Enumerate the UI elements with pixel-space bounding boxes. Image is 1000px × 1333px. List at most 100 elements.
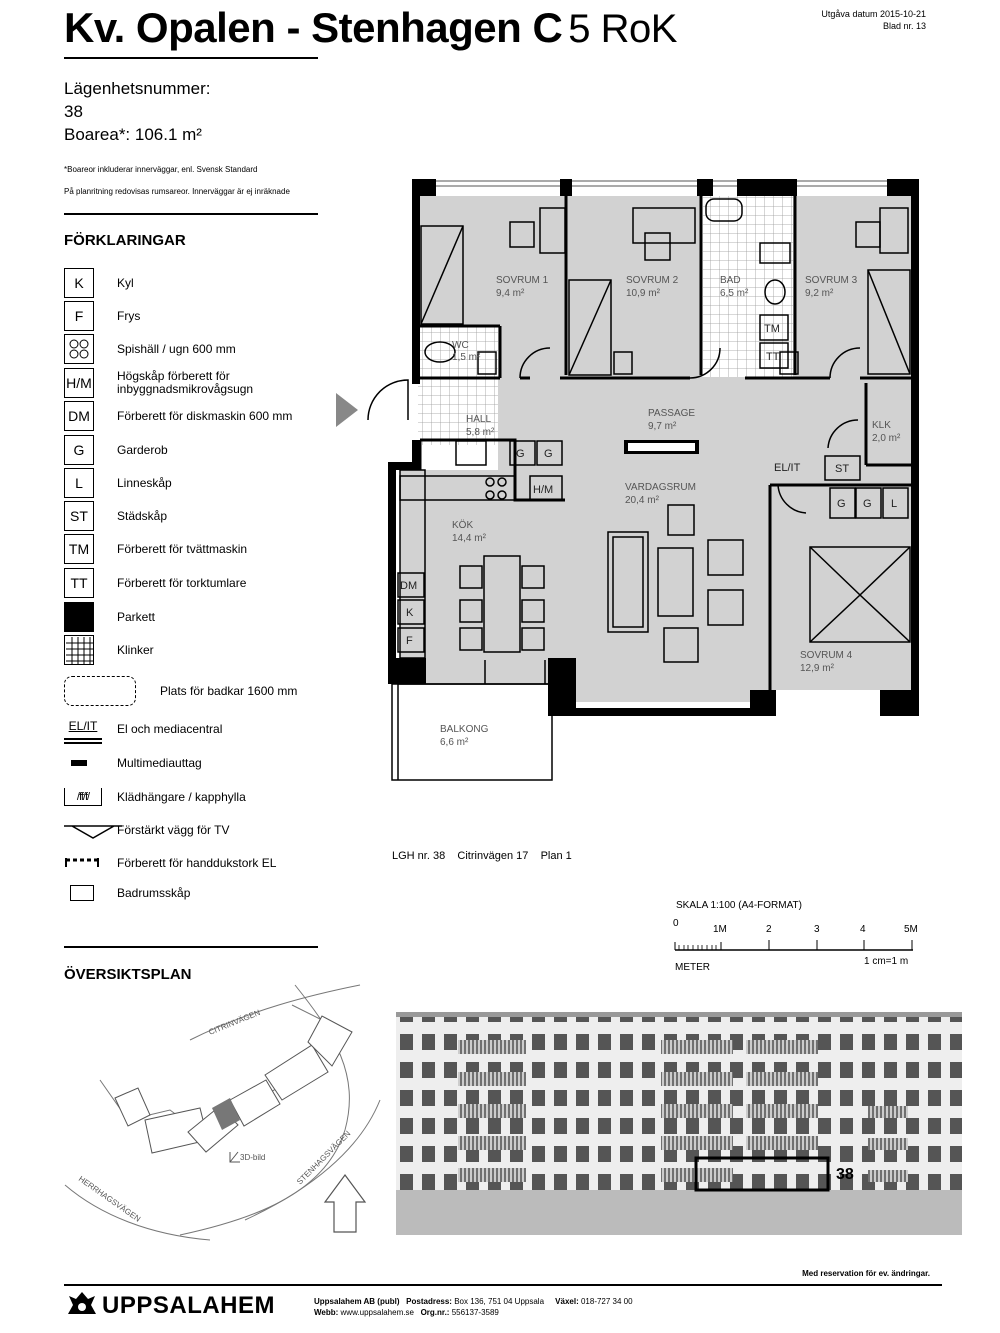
bathtub-icon	[64, 676, 136, 706]
bathroom-cabinet-icon	[70, 885, 94, 901]
phone-label: Växel:	[555, 1297, 579, 1306]
reservation-note: Med reservation för ev. ändringar.	[802, 1269, 930, 1278]
plan-code-f: F	[406, 635, 413, 647]
scale-tick-label: 2	[766, 924, 772, 935]
legend-label: Kyl	[117, 275, 134, 290]
room-area: 1,5 m²	[452, 352, 481, 363]
issue-date: Utgåva datum 2015-10-21	[821, 9, 926, 19]
legend-label: Multimediauttag	[117, 755, 202, 770]
north-arrow-icon	[323, 1173, 367, 1233]
scale-tick-label: 5M	[904, 924, 918, 935]
overview-map: CITRINVÄGEN STENHAGSVÄGEN HERRHAGSVÄGEN …	[64, 984, 381, 1241]
org-number: 556137-3589	[451, 1308, 499, 1317]
title-main: Kv. Opalen - Stenhagen C	[64, 4, 563, 51]
room-area: 9,4 m²	[496, 288, 525, 299]
legend-item-tv-wall: Förstärkt vägg för TV	[64, 815, 229, 845]
fridge-icon: K	[64, 268, 94, 298]
legend-label: Städskåp	[117, 508, 168, 523]
legend-label: Förberett för diskmaskin 600 mm	[117, 408, 293, 423]
scale-tick-label: 4	[860, 924, 866, 935]
room-area: 12,9 m²	[800, 663, 835, 674]
legend-rule	[64, 213, 318, 215]
legend-label: Klädhängare / kapphylla	[117, 789, 246, 804]
sheet-number: Blad nr. 13	[882, 21, 926, 31]
room-area: 6,6 m²	[440, 737, 469, 748]
plan-code-tm: TM	[764, 323, 780, 335]
entrance-arrow-icon	[336, 393, 358, 427]
scale-unit: METER	[675, 962, 710, 973]
plan-code-l: L	[891, 498, 897, 510]
room-name: PASSAGE	[648, 408, 695, 419]
room-name: WC	[452, 340, 469, 351]
area-note-1: *Boareor inkluderar innerväggar, enl. Sv…	[64, 165, 258, 174]
plan-code-st: ST	[835, 463, 849, 475]
plan-code-k: K	[406, 607, 414, 619]
postal-label: Postadress:	[406, 1297, 452, 1306]
plan-caption: LGH nr. 38 Citrinvägen 17 Plan 1	[392, 850, 572, 862]
apt-area: Boarea*: 106.1 m²	[64, 125, 202, 144]
coat-rack-icon: /ff/f/	[64, 788, 102, 806]
website-link[interactable]: www.uppsalahem.se	[340, 1308, 414, 1317]
room-name: KÖK	[452, 519, 473, 531]
apartment-info: Lägenhetsnummer: 38 Boarea*: 106.1 m²	[64, 77, 210, 146]
apartment-highlight	[694, 1156, 830, 1192]
legend-item-coat-rack: /ff/f/Klädhängare / kapphylla	[64, 782, 246, 812]
freezer-icon: F	[64, 301, 94, 331]
room-name: BAD	[720, 275, 741, 286]
room-name: SOVRUM 1	[496, 275, 549, 286]
legend-item-bathtub: Plats för badkar 1600 mm	[64, 676, 297, 706]
web-label: Webb:	[314, 1308, 339, 1317]
overview-heading: ÖVERSIKTSPLAN	[64, 966, 192, 983]
overview-rule	[64, 946, 318, 948]
room-area: 2,0 m²	[872, 433, 901, 444]
scale-tick-label: 0	[673, 918, 679, 929]
dryer-icon: TT	[64, 568, 94, 598]
legend-item-parquet: Parkett	[64, 602, 155, 632]
linen-cabinet-icon: L	[64, 468, 94, 498]
legend-label: Förberett för tvättmaskin	[117, 541, 248, 556]
legend-item-towel-rail: Förberett för handdukstork EL	[64, 848, 276, 878]
room-name: VARDAGSRUM	[625, 482, 696, 493]
title-subtitle: 5 RoK	[568, 7, 677, 51]
room-name: HALL	[466, 414, 491, 425]
plan-code-g2: G	[544, 448, 553, 460]
room-area: 6,5 m²	[720, 288, 749, 299]
room-name: BALKONG	[440, 724, 489, 735]
plan-code-tt: TT	[766, 351, 780, 363]
legend-label: El och mediacentral	[117, 721, 223, 736]
area-notes: *Boareor inkluderar innerväggar, enl. Sv…	[64, 164, 290, 198]
dishwasher-icon: DM	[64, 401, 94, 431]
plan-code-g3: G	[837, 498, 846, 510]
tv-wall-icon	[64, 815, 122, 845]
room-name: SOVRUM 2	[626, 275, 679, 286]
legend-label: Klinker	[117, 642, 154, 657]
postal-address: Box 136, 751 04 Uppsala	[454, 1297, 545, 1306]
area-note-2: På planritning redovisas rumsareor. Inne…	[64, 187, 290, 196]
scale-tick-label: 3	[814, 924, 820, 935]
media-outlet-icon	[64, 748, 94, 778]
legend-label: Högskåp förberett för inbyggnadsmikrovåg…	[117, 369, 254, 396]
plan-code-g1: G	[516, 448, 525, 460]
legend-label: Badrumsskåp	[117, 885, 191, 900]
washer-icon: TM	[64, 534, 94, 564]
legend-label: Parkett	[117, 609, 156, 624]
legend-item-media-outlet: Multimediauttag	[64, 748, 202, 778]
legend-item-stove: Spishäll / ugn 600 mm	[64, 334, 236, 364]
scale-tick-label: 1M	[713, 924, 727, 935]
room-name: SOVRUM 4	[800, 650, 853, 661]
apt-number: 38	[64, 102, 83, 121]
legend-label: Förberett för handdukstork EL	[117, 855, 277, 870]
plan-code-g4: G	[863, 498, 872, 510]
street-citrinvagen: CITRINVÄGEN	[207, 1008, 261, 1037]
title-rule	[64, 57, 318, 59]
scale-title: SKALA 1:100 (A4-FORMAT)	[676, 900, 802, 911]
legend-label: Spishäll / ugn 600 mm	[117, 341, 236, 356]
org-label: Org.nr.:	[420, 1308, 450, 1317]
issue-meta: Utgåva datum 2015-10-21 Blad nr. 13	[821, 8, 926, 32]
